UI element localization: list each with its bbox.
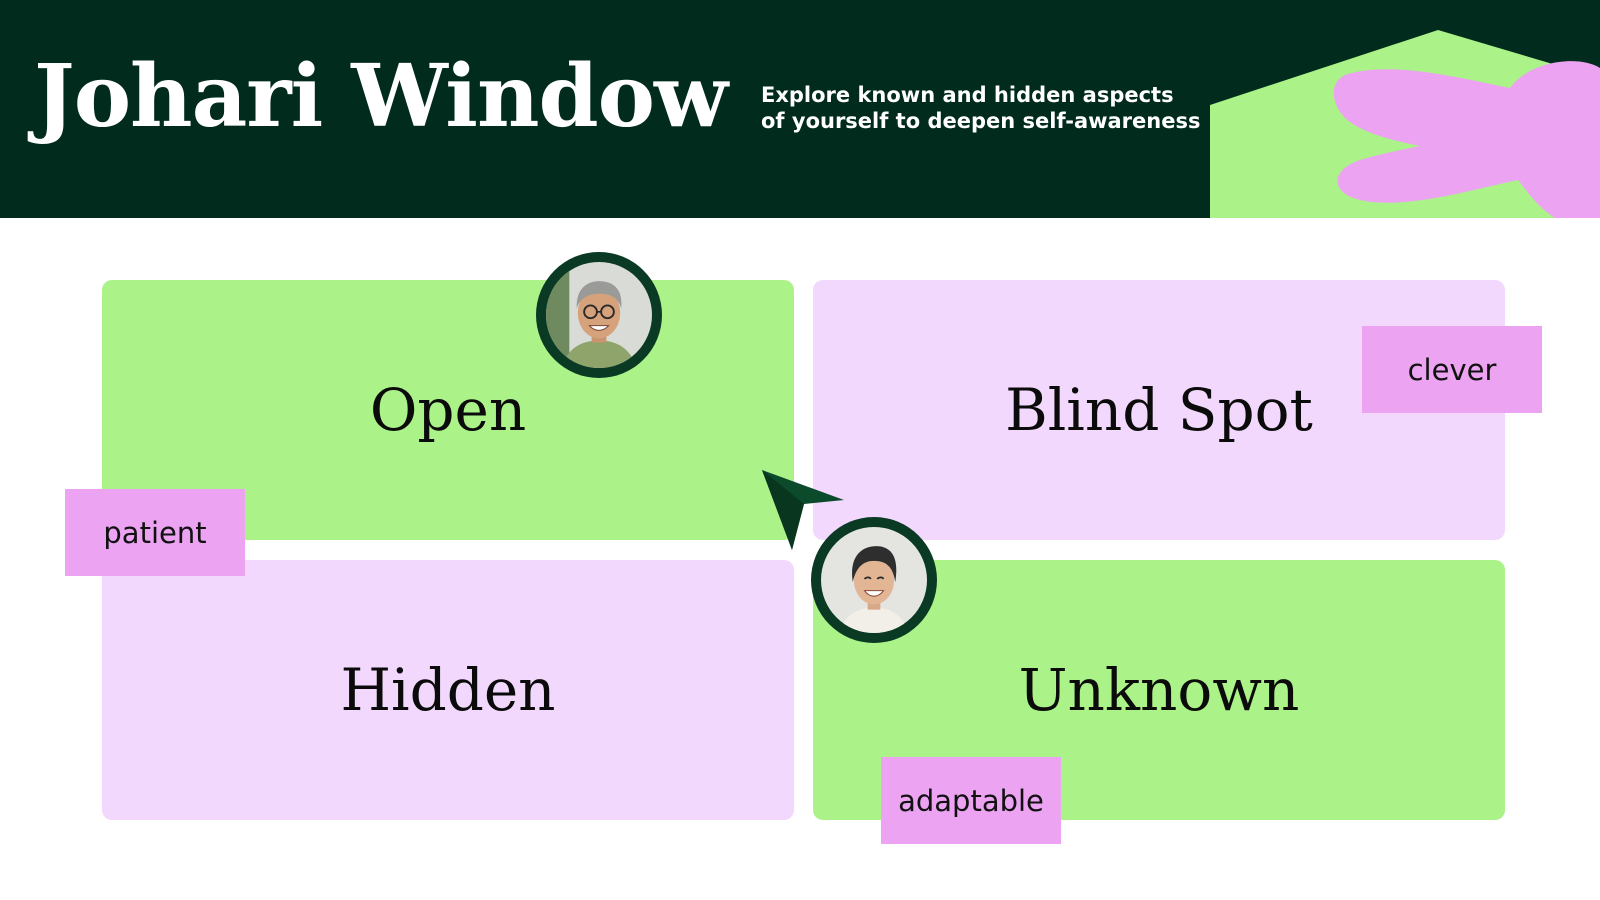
quadrant-open-label: Open [369, 376, 527, 444]
page-title: Johari Window [34, 46, 728, 147]
tag-patient[interactable]: patient [65, 489, 245, 576]
subtitle-line-1: Explore known and hidden aspects [761, 83, 1174, 107]
tag-patient-label: patient [103, 515, 207, 550]
decorative-shape-cluster [1210, 30, 1600, 218]
quadrant-unknown-label: Unknown [1018, 656, 1300, 724]
tag-adaptable-label: adaptable [898, 783, 1044, 818]
tag-clever-label: clever [1407, 352, 1497, 387]
header-banner: Johari Window Explore known and hidden a… [0, 0, 1600, 218]
quadrant-hidden-label: Hidden [340, 656, 556, 724]
quadrant-blind-spot-label: Blind Spot [1005, 376, 1313, 444]
cursor-arrow-icon [762, 470, 844, 550]
page-subtitle: Explore known and hidden aspects of your… [761, 82, 1201, 134]
subtitle-line-2: of yourself to deepen self-awareness [761, 109, 1201, 133]
avatar-portrait-1 [546, 262, 652, 368]
man-with-glasses-avatar[interactable] [536, 252, 662, 378]
woman-avatar[interactable] [811, 517, 937, 643]
tag-adaptable[interactable]: adaptable [881, 757, 1061, 844]
tag-clever[interactable]: clever [1362, 326, 1542, 413]
quadrant-hidden: Hidden [102, 560, 794, 820]
avatar-portrait-2 [821, 527, 927, 633]
